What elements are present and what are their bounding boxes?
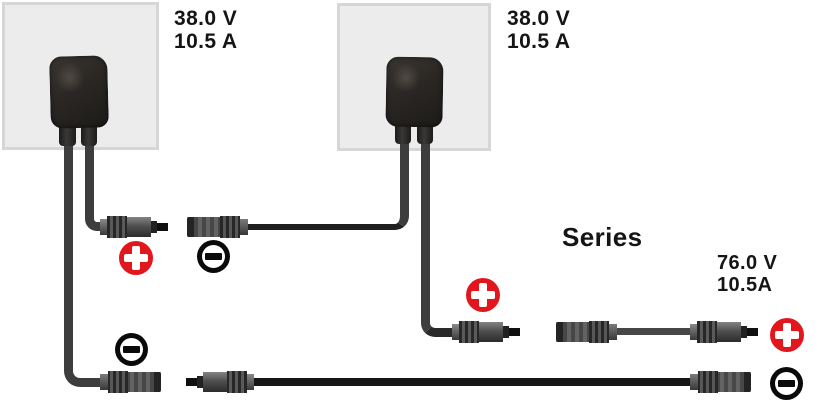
panel-2-negative-cable — [246, 143, 409, 230]
output-cable-male-connector-icon — [186, 371, 254, 393]
panel-2-positive-marker-icon — [466, 278, 500, 312]
panel-1-voltage: 38.0 V — [174, 7, 238, 30]
series-output-current: 10.5A — [717, 274, 773, 296]
series-positive-jumper-cable — [612, 328, 696, 335]
panel-1-negative-female-connector-icon — [100, 371, 161, 393]
series-negative-output-cable — [240, 378, 695, 386]
panel-1-negative-marker-icon — [115, 333, 148, 366]
series-output-negative-marker-icon — [770, 367, 803, 400]
panel-1-current: 10.5 A — [174, 30, 238, 53]
panel-1-rating-label: 38.0 V 10.5 A — [174, 7, 238, 53]
panel-2-rating-label: 38.0 V 10.5 A — [507, 7, 571, 53]
series-output-rating-label: 76.0 V 10.5A — [717, 252, 777, 296]
panel-2-positive-male-connector-icon — [452, 321, 520, 343]
panel-1-negative-cable — [64, 142, 106, 387]
junction-box-nipple — [59, 124, 76, 146]
panel-2-voltage: 38.0 V — [507, 7, 571, 30]
series-output-positive-marker-icon — [770, 318, 804, 352]
series-output-voltage: 76.0 V — [717, 252, 778, 274]
junction-box-nipple — [81, 124, 97, 146]
panel-1-positive-male-connector-icon — [100, 216, 168, 238]
panel-1-junction-box — [49, 55, 109, 129]
panel-2-negative-marker-icon — [197, 240, 230, 273]
panel-1-positive-marker-icon — [119, 241, 153, 275]
series-output-positive-male-connector-icon — [690, 321, 758, 343]
panel-1-positive-cable — [85, 142, 106, 231]
panel-2-negative-female-connector-icon — [187, 216, 248, 238]
series-output-negative-female-connector-icon — [690, 371, 751, 393]
panel-2-junction-box — [385, 56, 444, 128]
junction-box-nipple — [395, 122, 411, 144]
jumper-female-connector-icon — [556, 321, 617, 343]
panel-2-positive-cable — [421, 143, 458, 337]
panel-2-current: 10.5 A — [507, 30, 571, 53]
junction-box-nipple — [417, 122, 433, 144]
series-label: Series — [562, 222, 643, 252]
